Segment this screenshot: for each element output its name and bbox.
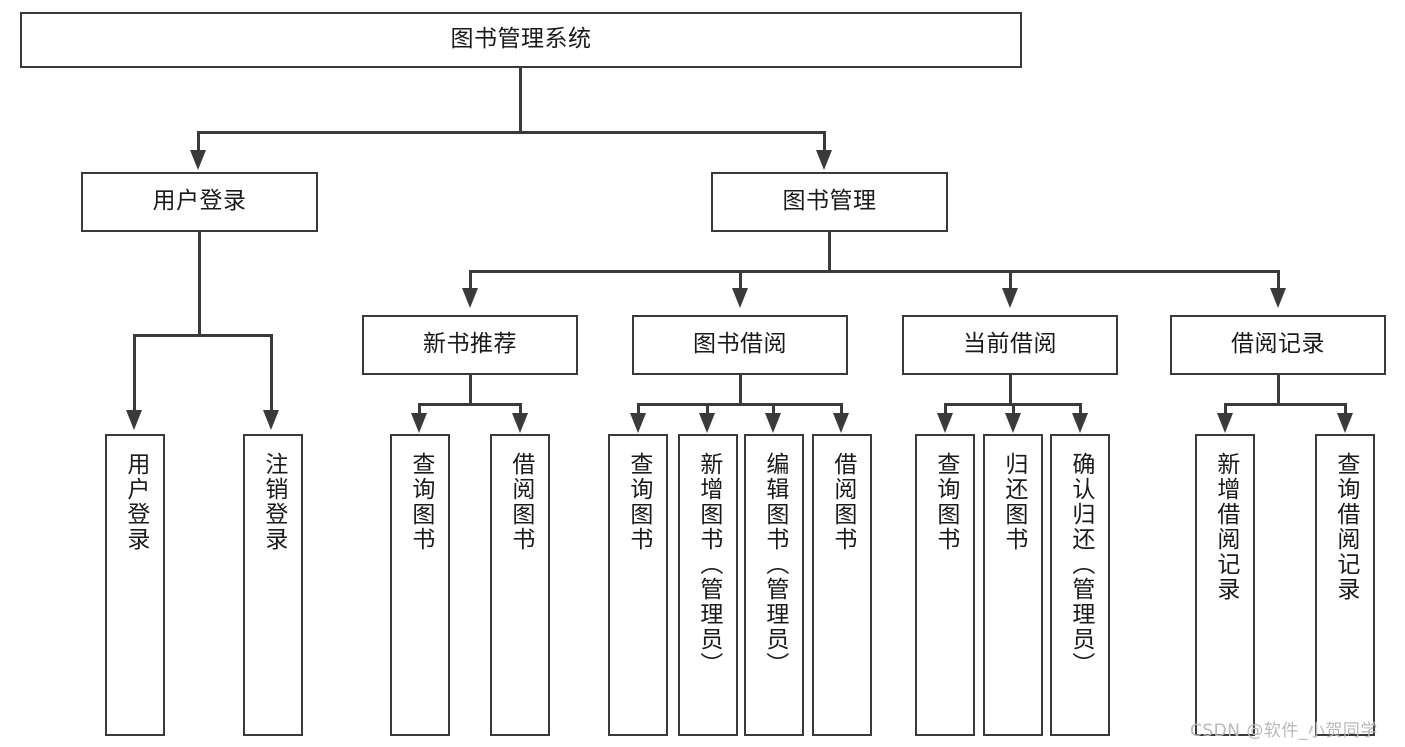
node-leaf-user-logout-label: 注销登录 [260, 452, 287, 552]
connector-bb-stem [739, 375, 742, 405]
node-book-manage-label: 图书管理 [782, 188, 877, 215]
node-leaf-add-book[interactable]: 新增图书（管理员） [678, 434, 738, 736]
connector-nbr-drop-2 [519, 403, 522, 415]
connector-bb-drop-4 [840, 403, 843, 415]
connector-user-login-drop-2 [270, 334, 273, 412]
connector-br-bus [1224, 403, 1346, 406]
node-leaf-add-record-label: 新增借阅记录 [1212, 452, 1239, 602]
node-leaf-borrow-book-1-label: 借阅图书 [507, 452, 534, 552]
arrow-to-leaf-edit-book [765, 413, 781, 433]
connector-nbr-bus [418, 403, 521, 406]
node-leaf-confirm-return[interactable]: 确认归还（管理员） [1050, 434, 1110, 736]
connector-bb-drop-2 [706, 403, 709, 415]
arrow-to-leaf-query-book-2 [630, 413, 646, 433]
connector-user-login-bus [133, 334, 272, 337]
connector-bb-drop-3 [772, 403, 775, 415]
arrow-to-leaf-add-record [1217, 413, 1233, 433]
connector-level2-drop-4 [1277, 270, 1280, 290]
connector-br-drop-2 [1344, 403, 1347, 415]
arrow-to-leaf-borrow-book-2 [833, 413, 849, 433]
arrow-to-leaf-return-book [1005, 413, 1021, 433]
connector-bb-bus [637, 403, 842, 406]
node-leaf-edit-book[interactable]: 编辑图书（管理员） [744, 434, 804, 736]
node-current-borrow-label: 当前借阅 [963, 331, 1057, 358]
node-leaf-user-login-label: 用户登录 [122, 452, 149, 552]
connector-level2-drop-1 [469, 270, 472, 290]
connector-bb-drop-1 [637, 403, 640, 415]
node-user-login-label: 用户登录 [152, 188, 247, 215]
node-leaf-query-book-1-label: 查询图书 [407, 452, 434, 552]
arrow-to-new-book-recommend [462, 288, 478, 308]
node-book-manage[interactable]: 图书管理 [711, 172, 948, 232]
node-leaf-query-book-1[interactable]: 查询图书 [390, 434, 450, 736]
connector-nbr-drop-1 [418, 403, 421, 415]
connector-book-manage-stem [828, 232, 831, 272]
connector-br-stem [1277, 375, 1280, 405]
connector-level2-drop-2 [739, 270, 742, 290]
node-leaf-query-book-3-label: 查询图书 [932, 452, 959, 552]
node-leaf-borrow-book-1[interactable]: 借阅图书 [490, 434, 550, 736]
node-leaf-add-book-label: 新增图书（管理员） [695, 452, 722, 677]
arrow-to-book-borrow [732, 288, 748, 308]
arrow-to-book-manage [816, 150, 832, 170]
csdn-watermark: CSDN @软件_小贺同学 [1190, 721, 1378, 741]
node-leaf-query-book-2[interactable]: 查询图书 [608, 434, 668, 736]
arrow-to-borrow-record [1270, 288, 1286, 308]
node-leaf-confirm-return-label: 确认归还（管理员） [1067, 452, 1094, 677]
node-leaf-return-book-label: 归还图书 [1000, 452, 1027, 552]
arrow-to-leaf-query-book-1 [411, 413, 427, 433]
connector-nbr-stem [469, 375, 472, 405]
node-borrow-record[interactable]: 借阅记录 [1170, 315, 1386, 375]
node-root[interactable]: 图书管理系统 [20, 12, 1022, 68]
arrow-to-leaf-borrow-book-1 [512, 413, 528, 433]
arrow-to-current-borrow [1002, 288, 1018, 308]
node-user-login[interactable]: 用户登录 [81, 172, 318, 232]
connector-root-stem [519, 68, 522, 133]
arrow-to-leaf-user-logout [263, 410, 279, 430]
arrow-to-leaf-confirm-return [1072, 413, 1088, 433]
arrow-to-leaf-query-record [1337, 413, 1353, 433]
arrow-to-leaf-query-book-3 [937, 413, 953, 433]
connector-level2-bus [469, 270, 1279, 273]
node-book-borrow-label: 图书借阅 [693, 331, 787, 358]
connector-root-bus [197, 131, 823, 134]
connector-user-login-drop-1 [133, 334, 136, 412]
arrow-to-leaf-user-login [126, 410, 142, 430]
node-book-borrow[interactable]: 图书借阅 [632, 315, 848, 375]
node-borrow-record-label: 借阅记录 [1231, 331, 1325, 358]
connector-cb-drop-2 [1012, 403, 1015, 415]
node-leaf-borrow-book-2-label: 借阅图书 [829, 452, 856, 552]
node-leaf-query-book-2-label: 查询图书 [625, 452, 652, 552]
connector-root-drop-right [823, 131, 826, 153]
arrow-to-user-login [190, 150, 206, 170]
connector-root-drop-left [197, 131, 200, 153]
node-leaf-query-record[interactable]: 查询借阅记录 [1315, 434, 1375, 736]
connector-cb-drop-1 [944, 403, 947, 415]
node-current-borrow[interactable]: 当前借阅 [902, 315, 1118, 375]
connector-br-drop-1 [1224, 403, 1227, 415]
node-root-label: 图书管理系统 [450, 26, 592, 53]
node-leaf-query-book-3[interactable]: 查询图书 [915, 434, 975, 736]
node-leaf-edit-book-label: 编辑图书（管理员） [761, 452, 788, 677]
connector-user-login-stem [198, 232, 201, 336]
node-leaf-query-record-label: 查询借阅记录 [1332, 452, 1359, 602]
connector-level2-drop-3 [1009, 270, 1012, 290]
node-new-book-recommend[interactable]: 新书推荐 [362, 315, 578, 375]
connector-cb-stem [1009, 375, 1012, 405]
node-new-book-recommend-label: 新书推荐 [423, 331, 517, 358]
node-leaf-user-login[interactable]: 用户登录 [105, 434, 165, 736]
arrow-to-leaf-add-book [699, 413, 715, 433]
node-leaf-user-logout[interactable]: 注销登录 [243, 434, 303, 736]
node-leaf-add-record[interactable]: 新增借阅记录 [1195, 434, 1255, 736]
node-leaf-return-book[interactable]: 归还图书 [983, 434, 1043, 736]
node-leaf-borrow-book-2[interactable]: 借阅图书 [812, 434, 872, 736]
connector-cb-drop-3 [1079, 403, 1082, 415]
